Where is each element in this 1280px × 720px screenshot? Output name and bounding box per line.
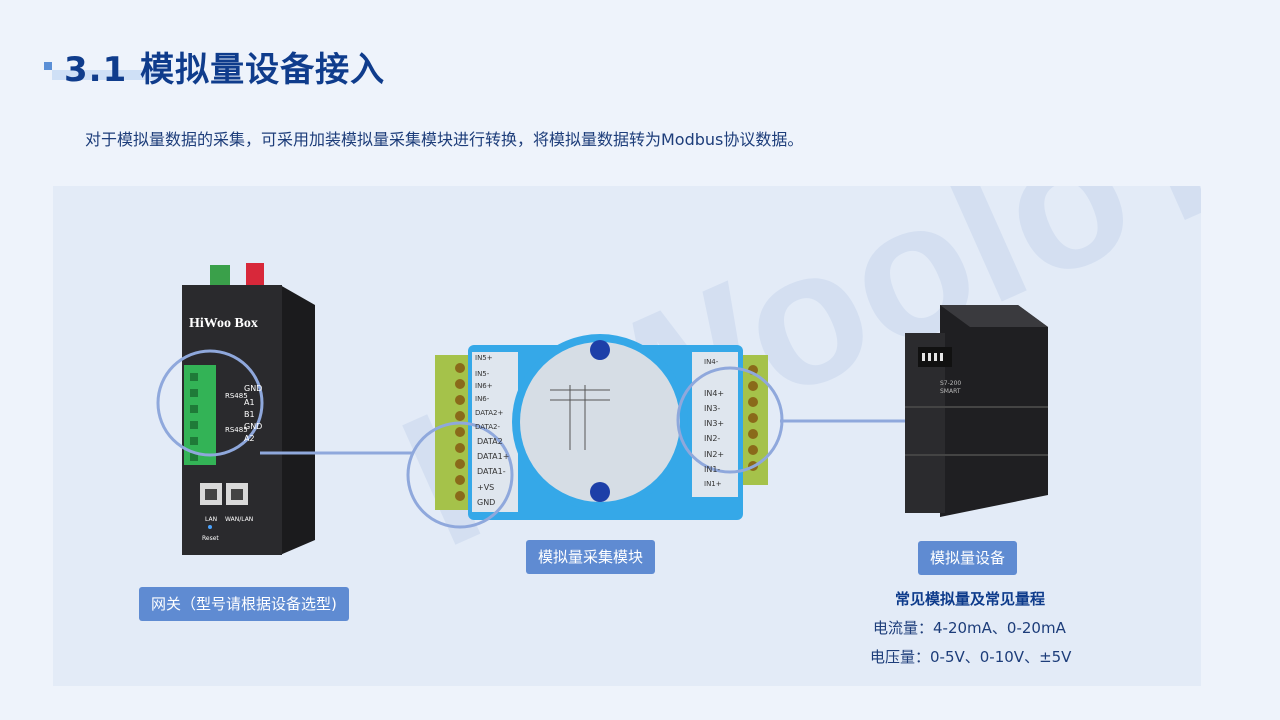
module-right-terminal-1: IN4- xyxy=(704,358,719,366)
device-image xyxy=(905,305,1048,517)
page-title: 3.1 模拟量设备接入 xyxy=(64,50,386,90)
module-left-terminal-11: GND xyxy=(477,498,496,507)
gateway-port-label-4: GND xyxy=(244,422,263,431)
module-left-terminal-8: DATA1+ xyxy=(477,452,510,461)
device-model: S7-200 SMART xyxy=(940,380,962,395)
title-accent xyxy=(44,62,52,70)
gateway-rs-label-1: RS485 xyxy=(225,392,248,400)
module-left-terminal-3: IN6+ xyxy=(475,382,493,390)
gateway-port-label-1: GND xyxy=(244,384,263,393)
module-right-terminal-4: IN3+ xyxy=(704,419,725,428)
module-left-terminal-5: DATA2+ xyxy=(475,409,504,417)
gateway-wan-label: WAN/LAN xyxy=(225,516,254,523)
gateway-label: 网关（型号请根据设备选型) xyxy=(139,587,349,621)
module-left-terminal-10: +VS xyxy=(477,483,495,492)
module-left-terminal-2: IN5- xyxy=(475,370,490,378)
antenna-green xyxy=(210,265,230,289)
module-right-terminal-2: IN4+ xyxy=(704,389,725,398)
module-right-terminal-3: IN3- xyxy=(704,404,721,413)
module-image xyxy=(406,334,784,529)
gateway-port-label-5: A2 xyxy=(244,434,255,443)
module-right-terminal-8: IN1+ xyxy=(704,480,722,488)
module-left-terminal-4: IN6- xyxy=(475,395,490,403)
connector-line xyxy=(780,419,905,423)
page-subtitle: 对于模拟量数据的采集，可采用加装模拟量采集模块进行转换，将模拟量数据转为Modb… xyxy=(85,130,804,149)
gateway-rs-label-2: RS485 xyxy=(225,426,248,434)
gateway-lan-label: LAN xyxy=(205,516,218,523)
gateway-brand: HiWoo Box xyxy=(189,316,258,331)
module-left-terminal-1: IN5+ xyxy=(475,354,493,362)
gateway-reset-label: Reset xyxy=(202,535,219,542)
info-current: 电流量：4-20mA、0-20mA xyxy=(873,619,1066,637)
module-left-terminal-7: DATA2 xyxy=(477,437,503,446)
title-underline xyxy=(52,70,162,80)
gateway-port-label-3: B1 xyxy=(244,410,255,419)
module-right-terminal-5: IN2- xyxy=(704,434,721,443)
antenna-red xyxy=(246,263,264,289)
module-right-terminal-6: IN2+ xyxy=(704,450,725,459)
module-right-terminal-7: IN1- xyxy=(704,465,721,474)
info-title: 常见模拟量及常见量程 xyxy=(895,590,1046,608)
module-left-terminal-9: DATA1- xyxy=(477,467,506,476)
module-label: 模拟量采集模块 xyxy=(526,540,656,574)
device-label: 模拟量设备 xyxy=(918,541,1018,575)
info-voltage: 电压量：0-5V、0-10V、±5V xyxy=(870,648,1072,666)
gateway-image xyxy=(156,263,412,555)
gateway-port-label-2: A1 xyxy=(244,398,255,407)
module-left-terminal-6: DATA2- xyxy=(475,423,501,431)
